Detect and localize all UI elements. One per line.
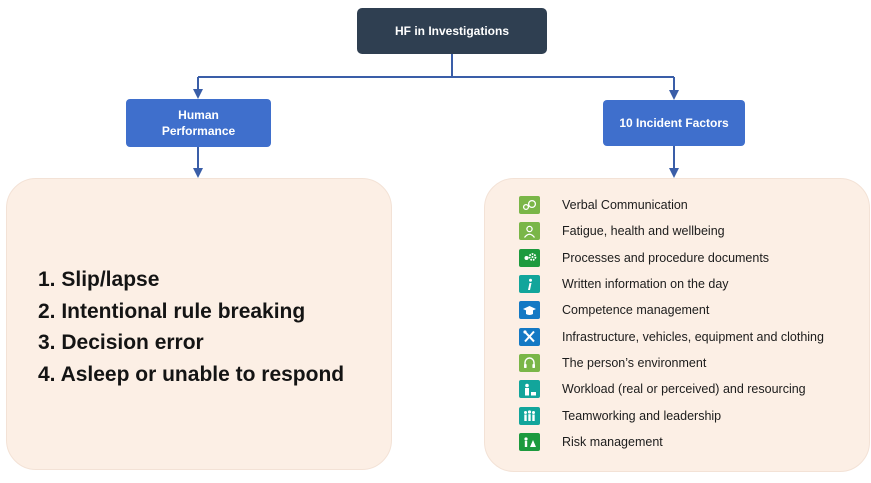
list-item: Competence management <box>519 297 824 323</box>
team-icon <box>519 406 540 425</box>
incident-factors-node: 10 Incident Factors <box>603 100 745 146</box>
list-item: Fatigue, health and wellbeing <box>519 218 824 244</box>
list-item: The person’s environment <box>519 350 824 376</box>
headphones-icon <box>519 353 540 372</box>
list-item: Workload (real or perceived) and resourc… <box>519 376 824 402</box>
human-performance-node: Human Performance <box>126 99 271 147</box>
risk-icon <box>519 432 540 451</box>
speech-bubbles-icon <box>519 196 540 215</box>
factor-label: Verbal Communication <box>562 198 688 213</box>
list-item: Teamworking and leadership <box>519 402 824 428</box>
information-icon <box>519 275 540 294</box>
factor-label: Processes and procedure documents <box>562 250 770 265</box>
human-performance-label-line2: Performance <box>161 124 236 138</box>
person-icon <box>519 222 540 241</box>
list-item: 1. Slip/lapse <box>38 268 160 291</box>
list-item: 2. Intentional rule breaking <box>38 299 306 323</box>
human-performance-panel <box>6 178 392 470</box>
factor-label: Fatigue, health and wellbeing <box>562 224 725 239</box>
factor-label: Workload (real or perceived) and resourc… <box>562 382 806 397</box>
graduation-cap-icon <box>519 301 540 320</box>
factor-label: Written information on the day <box>562 277 729 292</box>
incident-factors-panel <box>484 178 870 472</box>
list-item: Verbal Communication <box>519 192 824 218</box>
factor-label: Teamworking and leadership <box>562 408 722 423</box>
human-performance-list: 1. Slip/lapse 2. Intentional rule breaki… <box>38 264 344 390</box>
list-item: Written information on the day <box>519 271 824 297</box>
incident-factors-label: 10 Incident Factors <box>619 116 729 130</box>
factor-label: Risk management <box>562 434 663 449</box>
factor-label: Competence management <box>562 303 710 318</box>
human-performance-label-line1: Human <box>178 108 219 122</box>
tools-icon <box>519 327 540 346</box>
list-item: Processes and procedure documents <box>519 245 824 271</box>
root-node: HF in Investigations <box>357 8 547 54</box>
root-node-label: HF in Investigations <box>394 24 509 38</box>
list-item: 3. Decision error <box>38 331 204 354</box>
incident-factors-list: Verbal Communication Fatigue, health and… <box>519 192 824 455</box>
factor-label: The person’s environment <box>562 355 707 370</box>
gears-icon <box>519 248 540 267</box>
list-item: 4. Asleep or unable to respond <box>38 362 345 386</box>
list-item: Risk management <box>519 429 824 455</box>
factor-label: Infrastructure, vehicles, equipment and … <box>562 329 824 344</box>
worker-icon <box>519 380 540 399</box>
list-item: Infrastructure, vehicles, equipment and … <box>519 323 824 349</box>
